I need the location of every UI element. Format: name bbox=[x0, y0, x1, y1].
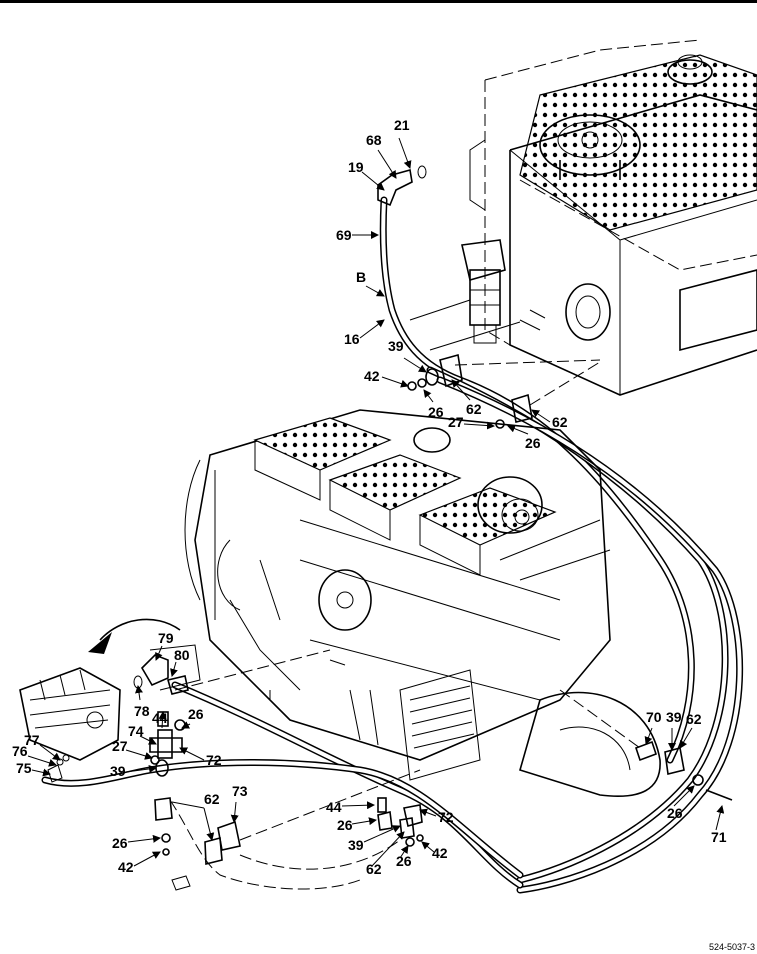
callout-c44a: 44 bbox=[152, 710, 168, 726]
top-border-rule bbox=[0, 0, 757, 3]
callout-c26b: 26 bbox=[525, 435, 541, 451]
callout-c62b: 62 bbox=[552, 414, 568, 430]
callout-c73: 73 bbox=[232, 783, 248, 799]
fuel-filter-housing bbox=[461, 239, 506, 344]
callout-c42b: 42 bbox=[118, 859, 134, 875]
callout-c76: 76 bbox=[12, 743, 28, 759]
injection-pump-detail bbox=[19, 644, 201, 761]
callout-c62c: 62 bbox=[204, 791, 220, 807]
fuel-tank-assembly bbox=[469, 39, 757, 396]
callout-c74: 74 bbox=[128, 723, 144, 739]
callout-c39b: 39 bbox=[110, 763, 126, 779]
callout-c78: 78 bbox=[134, 703, 150, 719]
callout-c71: 71 bbox=[711, 829, 727, 845]
callout-c21: 21 bbox=[394, 117, 410, 133]
callout-c80: 80 bbox=[174, 647, 190, 663]
callout-c27a: 27 bbox=[448, 414, 464, 430]
callout-c27b: 27 bbox=[112, 738, 128, 754]
callout-c77: 77 bbox=[24, 732, 40, 748]
callout-c26a: 26 bbox=[428, 404, 444, 420]
callout-c39c: 39 bbox=[348, 837, 364, 853]
callout-c69: 69 bbox=[336, 227, 352, 243]
callout-c26e: 26 bbox=[337, 817, 353, 833]
callout-c42a: 42 bbox=[364, 368, 380, 384]
callout-c72b: 72 bbox=[438, 809, 454, 825]
callout-c26f: 26 bbox=[396, 853, 412, 869]
callout-c39d: 39 bbox=[666, 709, 682, 725]
callout-leaders bbox=[27, 137, 725, 867]
callout-c75: 75 bbox=[16, 760, 32, 776]
callout-c26c: 26 bbox=[188, 706, 204, 722]
callout-c62e: 62 bbox=[686, 711, 702, 727]
callout-c72a: 72 bbox=[206, 752, 222, 768]
callout-c39a: 39 bbox=[388, 338, 404, 354]
fuel-return-hoses bbox=[41, 366, 744, 894]
upper-clamps bbox=[407, 299, 601, 429]
callout-c44b: 44 bbox=[326, 799, 342, 815]
callout-c42c: 42 bbox=[432, 845, 448, 861]
callout-c16: 16 bbox=[344, 331, 360, 347]
view-rotation-arrow bbox=[88, 618, 181, 654]
callout-c62d: 62 bbox=[366, 861, 382, 877]
callout-c19: 19 bbox=[348, 159, 364, 175]
callout-c26g: 26 bbox=[667, 805, 683, 821]
callout-cB: B bbox=[356, 269, 366, 285]
callout-c70: 70 bbox=[646, 709, 662, 725]
engine-block bbox=[184, 409, 661, 797]
callout-c79: 79 bbox=[158, 630, 174, 646]
callout-c68: 68 bbox=[366, 132, 382, 148]
figure-number: 524-5037-3 bbox=[708, 942, 755, 952]
callout-c62a: 62 bbox=[466, 401, 482, 417]
callout-c26d: 26 bbox=[112, 835, 128, 851]
